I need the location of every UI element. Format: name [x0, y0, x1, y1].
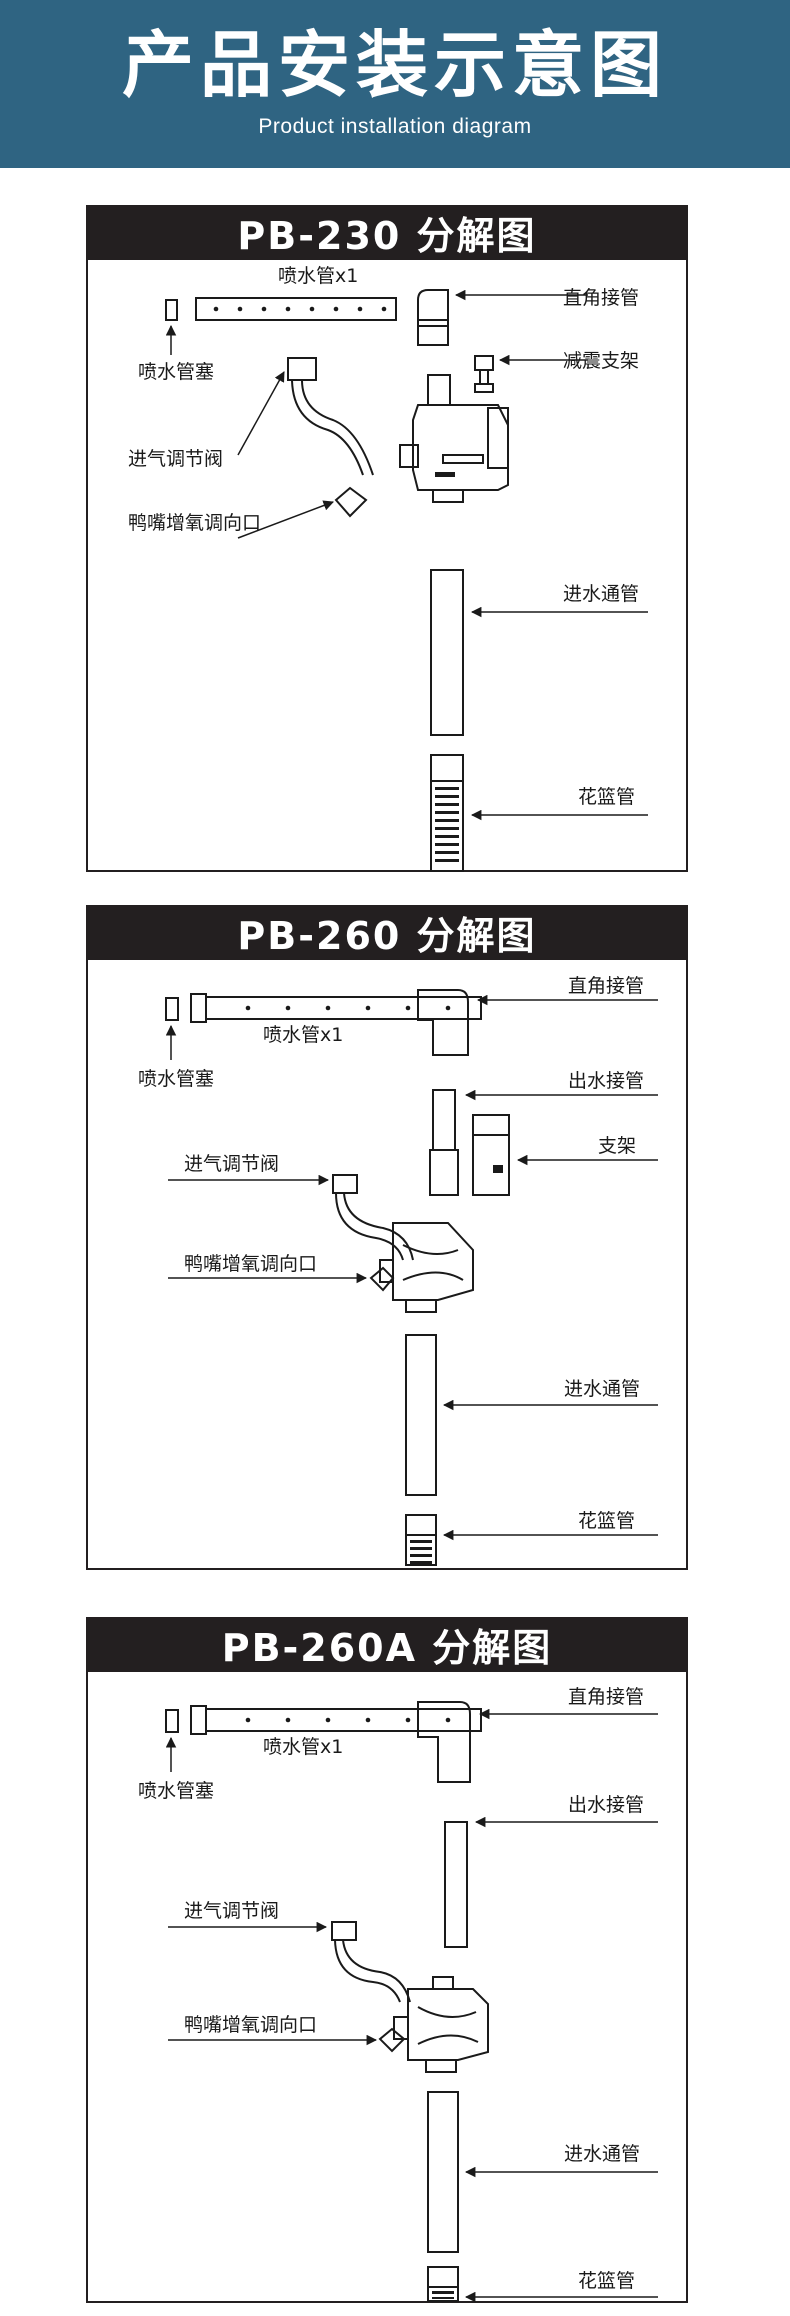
pump-body [412, 404, 509, 491]
outlet-pipe-part [444, 1821, 468, 1948]
pump-top [427, 374, 451, 406]
spray-plug-part [165, 299, 178, 321]
section-pb260: PB-260 分解图 [86, 905, 688, 1570]
spray-plug-part [165, 997, 179, 1021]
exploded-diagram [165, 289, 648, 872]
inlet-pipe-part [430, 569, 464, 736]
air-valve-part [331, 1921, 357, 1941]
page-subtitle: Product installation diagram [258, 115, 532, 138]
section-pb260a: PB-260A 分解图 [86, 1617, 688, 2303]
spray-plug-part [165, 1709, 179, 1733]
bracket-part [472, 1114, 510, 1196]
section-title: PB-260A 分解图 [86, 1617, 688, 1672]
page-header: 产品安装示意图 Product installation diagram [0, 0, 790, 168]
spray-tube-part [195, 297, 397, 321]
label-spray-tube: 喷水管x1 [263, 1736, 344, 1758]
label-shock-bracket: 减震支架 [563, 350, 640, 372]
right-angle-pipe-part [417, 289, 449, 346]
page-title: 产品安装示意图 [121, 23, 668, 107]
label-right-angle-pipe: 直角接管 [563, 287, 640, 309]
label-basket-pipe: 花篮管 [578, 2270, 636, 2292]
label-spray-plug: 喷水管塞 [138, 1780, 215, 1802]
label-basket-pipe: 花篮管 [578, 786, 636, 808]
label-outlet-pipe: 出水接管 [568, 1794, 645, 1816]
spray-tube-part [205, 996, 482, 1020]
duck-nozzle-part [378, 2027, 406, 2053]
label-spray-tube: 喷水管x1 [263, 1024, 344, 1046]
air-valve-part [287, 357, 317, 381]
section-title: PB-260 分解图 [86, 905, 688, 960]
label-air-valve: 进气调节阀 [128, 448, 224, 470]
shock-bracket-part [474, 355, 494, 371]
label-air-valve: 进气调节阀 [184, 1153, 280, 1175]
label-outlet-pipe: 出水接管 [568, 1070, 645, 1092]
basket-top [405, 1514, 437, 1536]
label-spray-tube: 喷水管x1 [278, 265, 359, 287]
label-basket-pipe: 花篮管 [578, 1510, 636, 1532]
spray-tube-part [205, 1708, 482, 1732]
label-duck-nozzle: 鸭嘴增氧调向口 [184, 2014, 318, 2036]
right-angle-pipe-part [417, 989, 469, 1056]
label-bracket: 支架 [598, 1135, 637, 1157]
air-valve-part [332, 1174, 358, 1194]
duck-nozzle-part [334, 486, 368, 518]
label-inlet-pipe: 进水通管 [564, 2143, 641, 2165]
diagram-frame: 直角接管 喷水管x1 喷水管塞 出水接管 进气调节阀 支架 鸭嘴增氧调向口 进水… [86, 960, 688, 1570]
label-right-angle-pipe: 直角接管 [568, 975, 645, 997]
exploded-diagram [165, 989, 658, 1566]
basket-pipe-part [430, 780, 464, 872]
duck-nozzle-part [369, 1266, 395, 1292]
basket-top [427, 2266, 459, 2288]
label-duck-nozzle: 鸭嘴增氧调向口 [128, 512, 262, 534]
basket-pipe-part [405, 1534, 437, 1566]
air-hose [301, 379, 374, 476]
inlet-pipe-part [405, 1334, 437, 1496]
label-inlet-pipe: 进水通管 [563, 583, 640, 605]
right-angle-pipe-part [417, 1701, 471, 1783]
outlet-pipe-part [432, 1089, 456, 1151]
label-air-valve: 进气调节阀 [184, 1900, 280, 1922]
label-right-angle-pipe: 直角接管 [568, 1686, 645, 1708]
exploded-diagram [165, 1701, 658, 2303]
pump-body [407, 1988, 489, 2061]
inlet-pipe-part [427, 2091, 459, 2253]
diagram-frame: 直角接管 喷水管x1 喷水管塞 出水接管 进气调节阀 鸭嘴增氧调向口 进水通管 … [86, 1672, 688, 2303]
label-duck-nozzle: 鸭嘴增氧调向口 [184, 1253, 318, 1275]
diagram-frame: 喷水管x1 直角接管 喷水管塞 减震支架 进气调节阀 鸭嘴增氧调向口 进水通管 … [86, 260, 688, 872]
label-spray-plug: 喷水管塞 [138, 361, 215, 383]
section-pb230: PB-230 分解图 [86, 205, 688, 872]
label-spray-plug: 喷水管塞 [138, 1068, 215, 1090]
pump-body [392, 1222, 474, 1301]
section-title: PB-230 分解图 [86, 205, 688, 260]
basket-pipe-part [427, 2286, 459, 2302]
basket-top [430, 754, 464, 782]
label-inlet-pipe: 进水通管 [564, 1378, 641, 1400]
